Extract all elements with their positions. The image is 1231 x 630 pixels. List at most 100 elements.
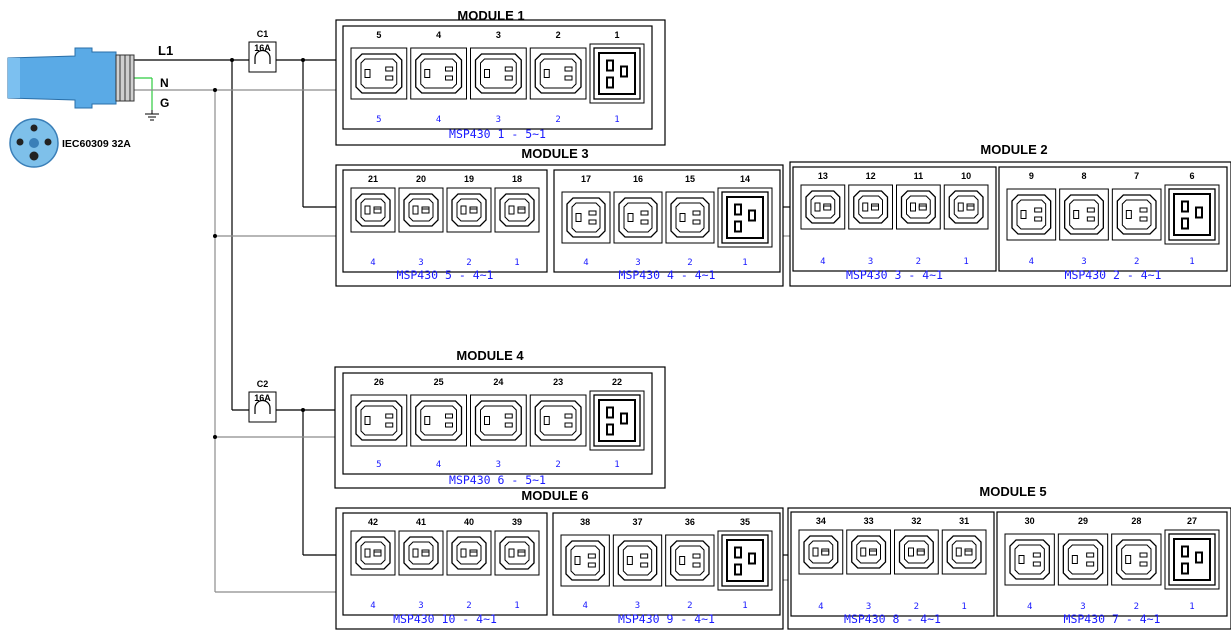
c19-outlet: 11 bbox=[589, 30, 645, 125]
c13-outlet: 83 bbox=[1059, 171, 1109, 267]
outlet-number: 40 bbox=[464, 517, 474, 527]
outlet-number: 8 bbox=[1081, 171, 1086, 181]
c19-outlet: 141 bbox=[717, 174, 773, 268]
outlet-number: 28 bbox=[1131, 516, 1141, 526]
c13-outlet: 424 bbox=[350, 517, 396, 611]
outlet-number: 24 bbox=[493, 377, 503, 387]
c13-outlet: 101 bbox=[943, 171, 989, 267]
outlet-number: 37 bbox=[632, 517, 642, 527]
junction-dot bbox=[213, 234, 217, 238]
c13-outlet: 243 bbox=[470, 377, 527, 470]
c13-outlet: 362 bbox=[665, 517, 715, 611]
outlet-number: 4 bbox=[436, 30, 441, 40]
c19-outlet: 351 bbox=[717, 517, 773, 611]
unit-label: MSP430 4 - 4~1 bbox=[619, 268, 716, 282]
c19-outlet: 221 bbox=[589, 377, 645, 470]
c13-outlet: 304 bbox=[1004, 516, 1055, 612]
c13-outlet: 174 bbox=[561, 174, 611, 268]
outlet-channel: 4 bbox=[1027, 602, 1032, 612]
unit-label: MSP430 6 - 5~1 bbox=[449, 473, 546, 487]
wiring bbox=[134, 58, 793, 593]
module-title: MODULE 3 bbox=[521, 146, 588, 161]
c13-outlet: 181 bbox=[494, 174, 540, 268]
outlet-channel: 3 bbox=[496, 115, 501, 125]
outlet-number: 33 bbox=[864, 516, 874, 526]
outlet-channel: 2 bbox=[687, 258, 692, 268]
c13-outlet: 34 4 bbox=[798, 516, 844, 612]
outlet-channel: 4 bbox=[818, 602, 823, 612]
outlet-channel: 4 bbox=[436, 460, 441, 470]
c13-outlet: 311 bbox=[941, 516, 987, 612]
c13-outlet: 134 bbox=[800, 171, 846, 267]
outlet-channel: 3 bbox=[635, 601, 640, 611]
junction-dot bbox=[301, 408, 305, 412]
outlet-number: 42 bbox=[368, 517, 378, 527]
c13-outlet: 232 bbox=[529, 377, 587, 470]
c13-outlet: 72 bbox=[1111, 171, 1162, 267]
c13-outlet: 282 bbox=[1111, 516, 1162, 612]
unit-label: MSP430 9 - 4~1 bbox=[618, 612, 715, 626]
junction-dot bbox=[213, 88, 217, 92]
breaker-name: C2 bbox=[257, 379, 269, 389]
junction-dot bbox=[301, 58, 305, 62]
outlet-channel: 1 bbox=[614, 460, 619, 470]
outlet-channel: 1 bbox=[963, 257, 968, 267]
outlet-channel: 3 bbox=[868, 257, 873, 267]
c13-outlet: 265 bbox=[350, 377, 408, 470]
outlet-number: 25 bbox=[434, 377, 444, 387]
outlet-number: 16 bbox=[633, 174, 643, 184]
c13-outlet: 112 bbox=[896, 171, 941, 267]
outlet-number: 1 bbox=[614, 30, 619, 40]
l1-label: L1 bbox=[158, 43, 173, 58]
c13-outlet: 293 bbox=[1057, 516, 1109, 612]
c13-outlet: 192 bbox=[446, 174, 492, 268]
outlet-number: 3 bbox=[496, 30, 501, 40]
unit-label: MSP430 1 - 5~1 bbox=[449, 127, 546, 141]
c13-outlet: 384 bbox=[560, 517, 610, 611]
outlet-number: 23 bbox=[553, 377, 563, 387]
breaker-name: C1 bbox=[257, 29, 269, 39]
outlet-number: 19 bbox=[464, 174, 474, 184]
ground-label: G bbox=[160, 96, 169, 110]
c13-outlet: 413 bbox=[398, 517, 444, 611]
outlet-channel: 1 bbox=[514, 601, 519, 611]
module-title: MODULE 4 bbox=[456, 348, 524, 363]
c13-outlet: 402 bbox=[446, 517, 492, 611]
c13-outlet: 214 bbox=[350, 174, 396, 268]
module-title: MODULE 6 bbox=[521, 488, 588, 503]
outlet-number: 6 bbox=[1189, 171, 1194, 181]
outlet-channel: 2 bbox=[687, 601, 692, 611]
outlet-number: 11 bbox=[914, 171, 924, 181]
outlet-channel: 2 bbox=[1134, 257, 1139, 267]
outlet-number: 34 bbox=[816, 516, 826, 526]
outlet-channel: 4 bbox=[582, 601, 587, 611]
outlet-channel: 2 bbox=[555, 115, 560, 125]
outlet-channel: 1 bbox=[514, 258, 519, 268]
outlet-channel: 5 bbox=[376, 460, 381, 470]
outlet-channel: 1 bbox=[1189, 257, 1194, 267]
unit-label: MSP430 3 - 4~1 bbox=[846, 268, 943, 282]
c13-outlet: 15 2 bbox=[665, 174, 715, 268]
unit-label: MSP430 10 - 4~1 bbox=[393, 612, 497, 626]
outlet-number: 15 bbox=[685, 174, 695, 184]
c13-outlet: 33 bbox=[470, 30, 527, 125]
outlet-channel: 5 bbox=[376, 115, 381, 125]
outlet-channel: 4 bbox=[436, 115, 441, 125]
unit-label: MSP430 7 - 4~1 bbox=[1064, 612, 1161, 626]
outlet-number: 41 bbox=[416, 517, 426, 527]
c13-outlet: 163 bbox=[613, 174, 663, 268]
c19-outlet: 271 bbox=[1164, 516, 1220, 612]
outlet-channel: 3 bbox=[1080, 602, 1085, 612]
outlet-channel: 1 bbox=[742, 258, 747, 268]
outlet-channel: 1 bbox=[742, 601, 747, 611]
outlet-channel: 4 bbox=[1029, 257, 1034, 267]
